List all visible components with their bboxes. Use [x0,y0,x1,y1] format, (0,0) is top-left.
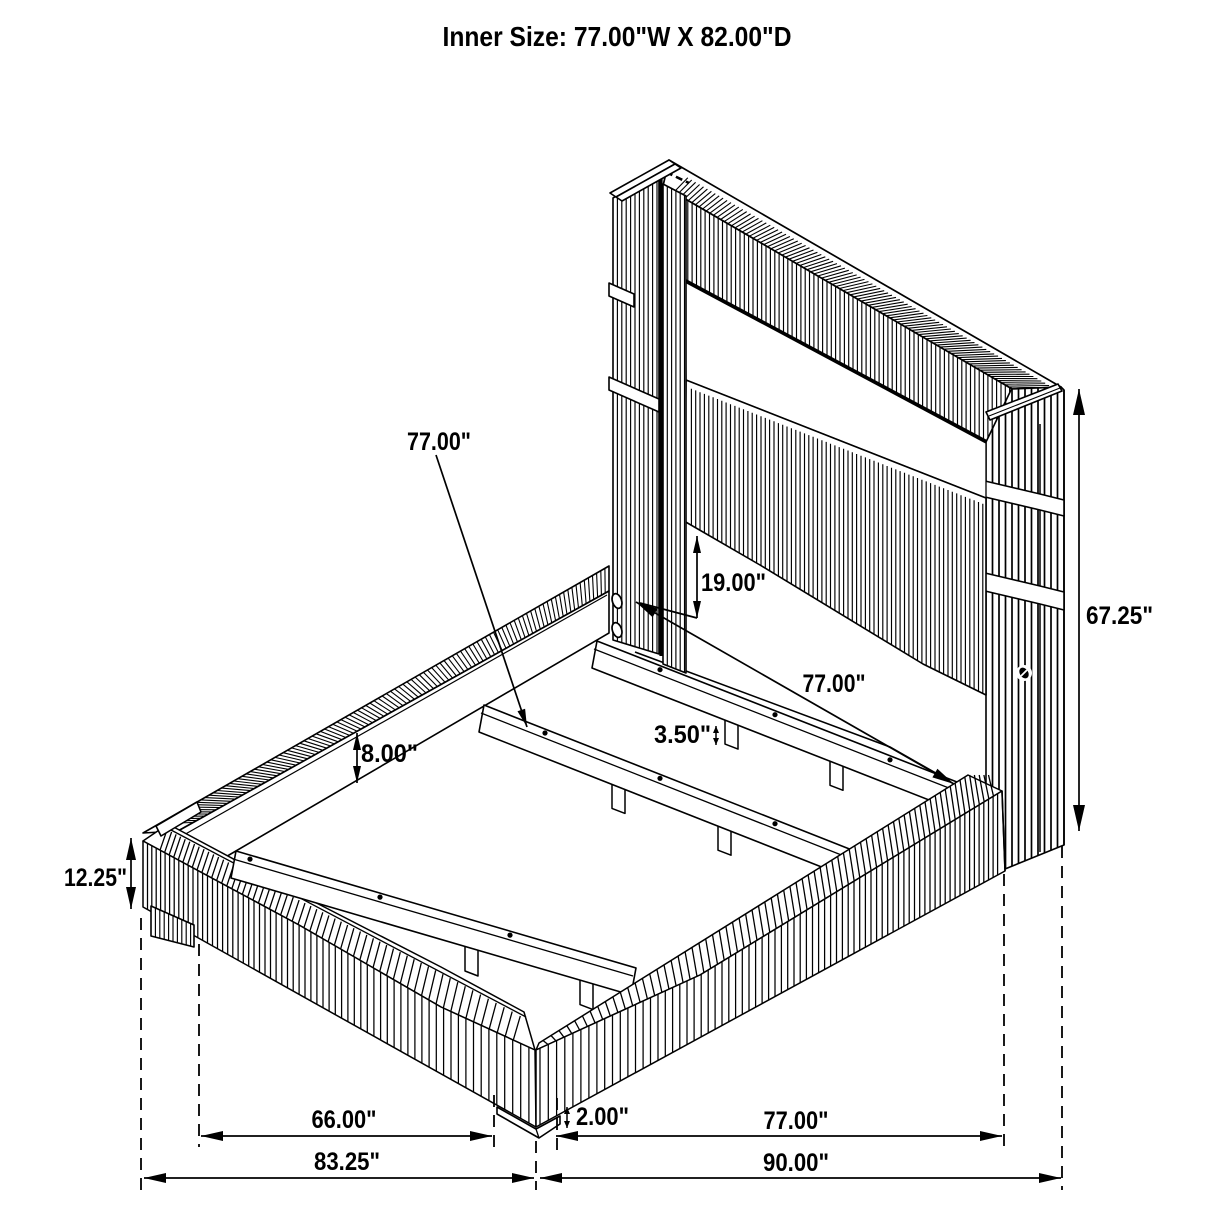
svg-text:66.00": 66.00" [312,1106,377,1134]
svg-text:12.25": 12.25" [64,864,127,892]
svg-text:Inner Size: 77.00"W X 82.00"D: Inner Size: 77.00"W X 82.00"D [443,21,792,52]
svg-text:8.00": 8.00" [361,740,418,768]
svg-text:19.00": 19.00" [701,569,766,597]
svg-text:67.25": 67.25" [1086,602,1153,630]
svg-text:2.00": 2.00" [576,1103,629,1131]
svg-text:83.25": 83.25" [314,1148,380,1176]
svg-text:77.00": 77.00" [407,428,471,456]
svg-text:3.50": 3.50" [654,721,711,749]
svg-text:77.00": 77.00" [764,1107,829,1135]
svg-text:77.00": 77.00" [803,670,866,698]
svg-text:90.00": 90.00" [763,1149,829,1177]
